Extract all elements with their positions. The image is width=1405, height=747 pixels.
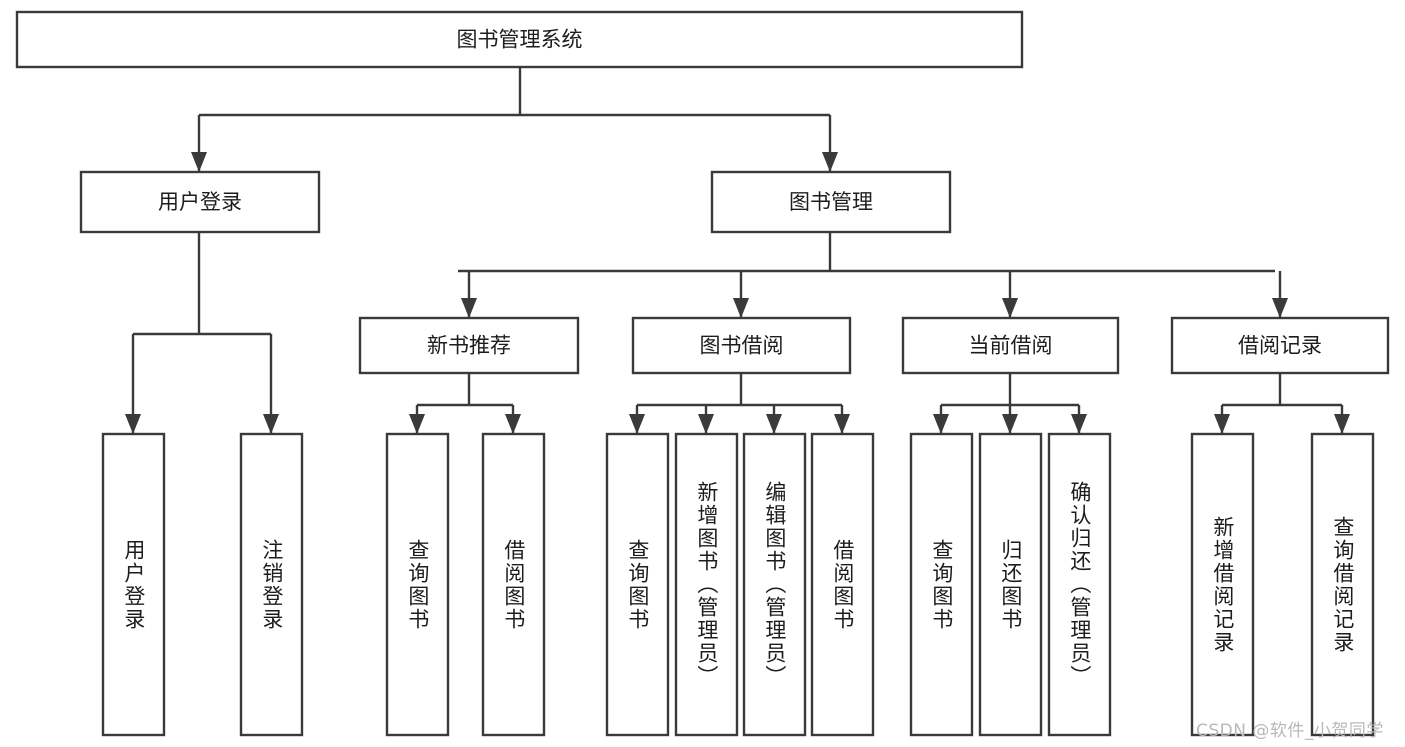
leaf-query-book-recommend-arrow-icon (409, 414, 425, 434)
leaf-borrow-book[interactable] (810, 432, 875, 737)
leaf-add-book-admin[interactable] (674, 432, 739, 737)
leaf-borrow-book-recommend-arrow-icon (505, 414, 521, 434)
node-book-borrow-arrow-icon (733, 298, 749, 318)
node-user-login-arrow-icon (191, 152, 207, 172)
node-book-management-label: 图书管理 (789, 190, 873, 214)
leaf-user-login-arrow-icon (125, 414, 141, 434)
node-root-library-system[interactable] (15, 10, 1024, 69)
node-box-layer (15, 10, 1390, 737)
leaf-return-book-arrow-icon (1002, 414, 1018, 434)
leaf-query-book-borrow[interactable] (605, 432, 670, 737)
node-borrow-record-arrow-icon (1272, 298, 1288, 318)
leaf-add-borrow-record-arrow-icon (1214, 414, 1230, 434)
leaf-logout[interactable] (239, 432, 304, 737)
leaf-confirm-return-admin-arrow-icon (1071, 414, 1087, 434)
node-book-management[interactable] (710, 170, 952, 234)
leaf-return-book[interactable] (978, 432, 1043, 737)
leaf-query-book-current[interactable] (909, 432, 974, 737)
leaf-borrow-book-recommend[interactable] (481, 432, 546, 737)
leaf-confirm-return-admin[interactable] (1047, 432, 1112, 737)
node-new-book-recommend-arrow-icon (461, 298, 477, 318)
node-user-login[interactable] (79, 170, 321, 234)
leaf-borrow-book-arrow-icon (834, 414, 850, 434)
leaf-query-borrow-record-arrow-icon (1334, 414, 1350, 434)
leaf-query-book-borrow-arrow-icon (629, 414, 645, 434)
node-root-library-system-label: 图书管理系统 (457, 28, 583, 52)
leaf-query-borrow-record[interactable] (1310, 432, 1375, 737)
leaf-edit-book-admin-arrow-icon (766, 414, 782, 434)
leaf-user-login[interactable] (101, 432, 166, 737)
node-new-book-recommend[interactable] (358, 316, 580, 375)
node-current-borrow-arrow-icon (1002, 298, 1018, 318)
node-new-book-recommend-label: 新书推荐 (427, 334, 511, 358)
node-book-borrow-label: 图书借阅 (700, 334, 784, 358)
leaf-add-book-admin-arrow-icon (698, 414, 714, 434)
node-current-borrow[interactable] (901, 316, 1120, 375)
node-user-login-label: 用户登录 (158, 190, 242, 214)
node-borrow-record[interactable] (1170, 316, 1390, 375)
csdn-watermark: CSDN @软件_小贺同学 (1196, 721, 1384, 741)
node-current-borrow-label: 当前借阅 (969, 334, 1053, 358)
leaf-edit-book-admin[interactable] (742, 432, 807, 737)
leaf-logout-arrow-icon (263, 414, 279, 434)
connector-layer (125, 67, 1350, 434)
node-book-borrow[interactable] (631, 316, 852, 375)
leaf-add-borrow-record[interactable] (1190, 432, 1255, 737)
leaf-query-book-recommend[interactable] (385, 432, 450, 737)
node-book-management-arrow-icon (822, 152, 838, 172)
node-borrow-record-label: 借阅记录 (1238, 334, 1322, 358)
leaf-query-book-current-arrow-icon (933, 414, 949, 434)
